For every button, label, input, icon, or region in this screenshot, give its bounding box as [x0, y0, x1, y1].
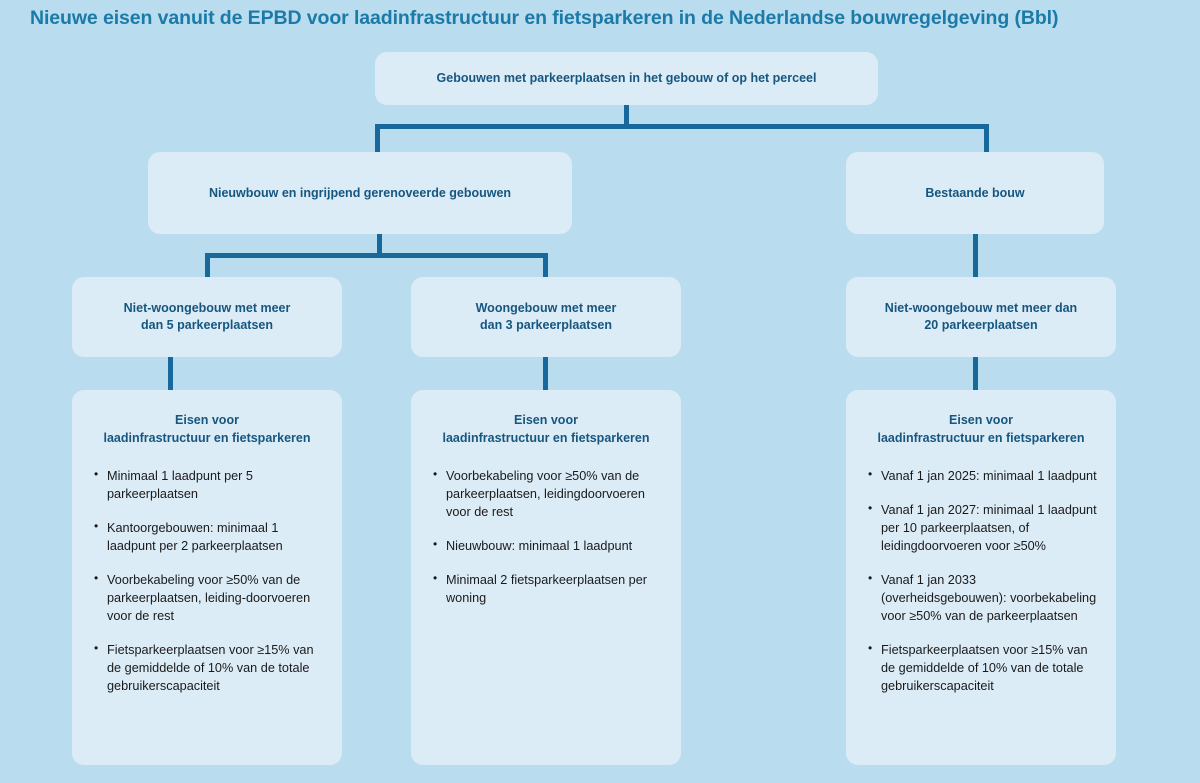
- connector-top-to-bestaande: [984, 124, 989, 154]
- connector-woongebouw-3-to-requirements: [543, 357, 548, 392]
- node-root-gebouwen-met-parkeerplaatsen: Gebouwen met parkeerplaatsen in het gebo…: [375, 52, 878, 105]
- requirements-list: Voorbekabeling voor ≥50% van de parkeerp…: [427, 466, 665, 607]
- requirement-item: Fietsparkeerplaatsen voor ≥15% van de ge…: [868, 640, 1098, 695]
- connector-bestaande-to-niet-woongebouw-20: [973, 234, 978, 279]
- connector-top-split-bar: [375, 124, 989, 129]
- connector-root-stem: [624, 105, 629, 127]
- requirements-heading: Eisen voor laadinfrastructuur en fietspa…: [877, 413, 1085, 445]
- connector-nieuwbouw-to-woongebouw: [543, 253, 548, 279]
- node-bestaande-bouw-label: Bestaande bouw: [925, 185, 1025, 200]
- node-bestaande-bouw: Bestaande bouw: [846, 152, 1104, 234]
- requirements-list: Vanaf 1 jan 2025: minimaal 1 laadpuntVan…: [862, 466, 1100, 695]
- requirement-item: Vanaf 1 jan 2033 (overheidsgebouwen): vo…: [868, 570, 1098, 625]
- requirement-item: Nieuwbouw: minimaal 1 laadpunt: [433, 536, 663, 555]
- requirement-item: Kantoorgebouwen: minimaal 1 laadpunt per…: [94, 518, 324, 555]
- page-title: Nieuwe eisen vanuit de EPBD voor laadinf…: [30, 7, 1059, 29]
- connector-niet-woongebouw-5-to-requirements: [168, 357, 173, 392]
- requirements-heading: Eisen voor laadinfrastructuur en fietspa…: [103, 413, 311, 445]
- requirement-item: Vanaf 1 jan 2027: minimaal 1 laadpunt pe…: [868, 500, 1098, 555]
- requirement-item: Vanaf 1 jan 2025: minimaal 1 laadpunt: [868, 466, 1098, 485]
- requirements-box-niet-woongebouw-bestaande-bouw: Eisen voor laadinfrastructuur en fietspa…: [846, 390, 1116, 765]
- node-nieuwbouw-label: Nieuwbouw en ingrijpend gerenoveerde geb…: [208, 185, 512, 200]
- requirement-item: Fietsparkeerplaatsen voor ≥15% van de ge…: [94, 640, 324, 695]
- node-niet-woongebouw-meer-dan-20-parkeerplaatsen: Niet-woongebouw met meer dan 20 parkeerp…: [846, 277, 1116, 357]
- node-root-label: Gebouwen met parkeerplaatsen in het gebo…: [436, 71, 817, 86]
- requirement-item: Voorbekabeling voor ≥50% van de parkeerp…: [94, 570, 324, 625]
- requirements-box-woongebouw-nieuwbouw: Eisen voor laadinfrastructuur en fietspa…: [411, 390, 681, 765]
- node-niet-woongebouw-20-label: Niet-woongebouw met meer dan 20 parkeerp…: [884, 301, 1078, 332]
- connector-top-to-nieuwbouw: [375, 124, 380, 154]
- requirements-heading: Eisen voor laadinfrastructuur en fietspa…: [442, 413, 650, 445]
- requirements-box-niet-woongebouw-nieuwbouw: Eisen voor laadinfrastructuur en fietspa…: [72, 390, 342, 765]
- connector-nieuwbouw-to-niet-woongebouw: [205, 253, 210, 279]
- connector-nieuwbouw-stem: [377, 234, 382, 256]
- connector-nieuwbouw-split-bar: [205, 253, 548, 258]
- node-woongebouw-3-label: Woongebouw met meer dan 3 parkeerplaatse…: [475, 301, 617, 332]
- node-niet-woongebouw-5-label: Niet-woongebouw met meer dan 5 parkeerpl…: [123, 301, 291, 332]
- requirements-list: Minimaal 1 laadpunt per 5 parkeerplaatse…: [88, 466, 326, 695]
- requirement-item: Minimaal 2 fietsparkeerplaatsen per woni…: [433, 570, 663, 607]
- node-woongebouw-meer-dan-3-parkeerplaatsen: Woongebouw met meer dan 3 parkeerplaatse…: [411, 277, 681, 357]
- node-nieuwbouw-en-ingrijpend-gerenoveerde-gebouwen: Nieuwbouw en ingrijpend gerenoveerde geb…: [148, 152, 572, 234]
- connector-niet-woongebouw-20-to-requirements: [973, 357, 978, 392]
- requirement-item: Voorbekabeling voor ≥50% van de parkeerp…: [433, 466, 663, 521]
- node-niet-woongebouw-meer-dan-5-parkeerplaatsen: Niet-woongebouw met meer dan 5 parkeerpl…: [72, 277, 342, 357]
- requirement-item: Minimaal 1 laadpunt per 5 parkeerplaatse…: [94, 466, 324, 503]
